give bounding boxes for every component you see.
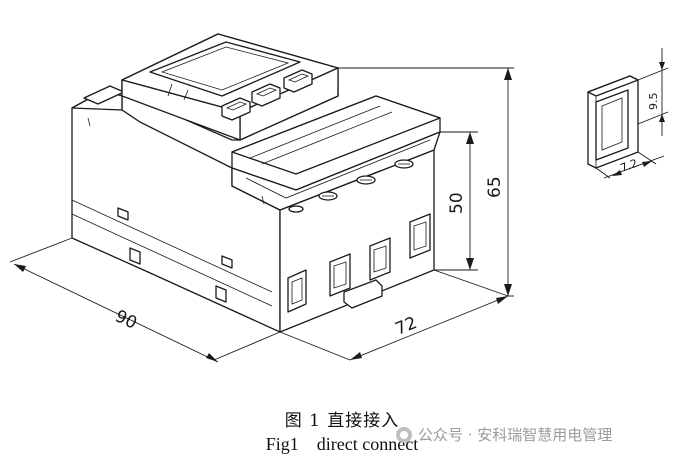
- wechat-icon: [396, 426, 412, 443]
- body-height-label: 50: [447, 192, 467, 214]
- watermark-text: 公众号 · 安科瑞智慧用电管理: [418, 426, 613, 444]
- figure-caption-chinese: 图 1 直接接入: [284, 411, 400, 431]
- depth-label: 72: [392, 313, 420, 340]
- window-detail: 9.5 7.2: [587, 48, 669, 179]
- watermark: 公众号 · 安科瑞智慧用电管理: [396, 424, 612, 445]
- dimension-body-height: 50: [434, 131, 478, 271]
- window-height-label: 9.5: [647, 93, 660, 111]
- din-clip: [343, 279, 383, 309]
- meter-body: [71, 33, 441, 333]
- terminal-windows: [287, 213, 431, 313]
- dimension-total-height: 65: [338, 67, 514, 297]
- button-group: [221, 69, 313, 121]
- total-height-label: 65: [485, 176, 505, 198]
- window-width-label: 7.2: [619, 157, 640, 175]
- terminal-screws: [288, 159, 414, 213]
- width-label: 90: [112, 306, 140, 333]
